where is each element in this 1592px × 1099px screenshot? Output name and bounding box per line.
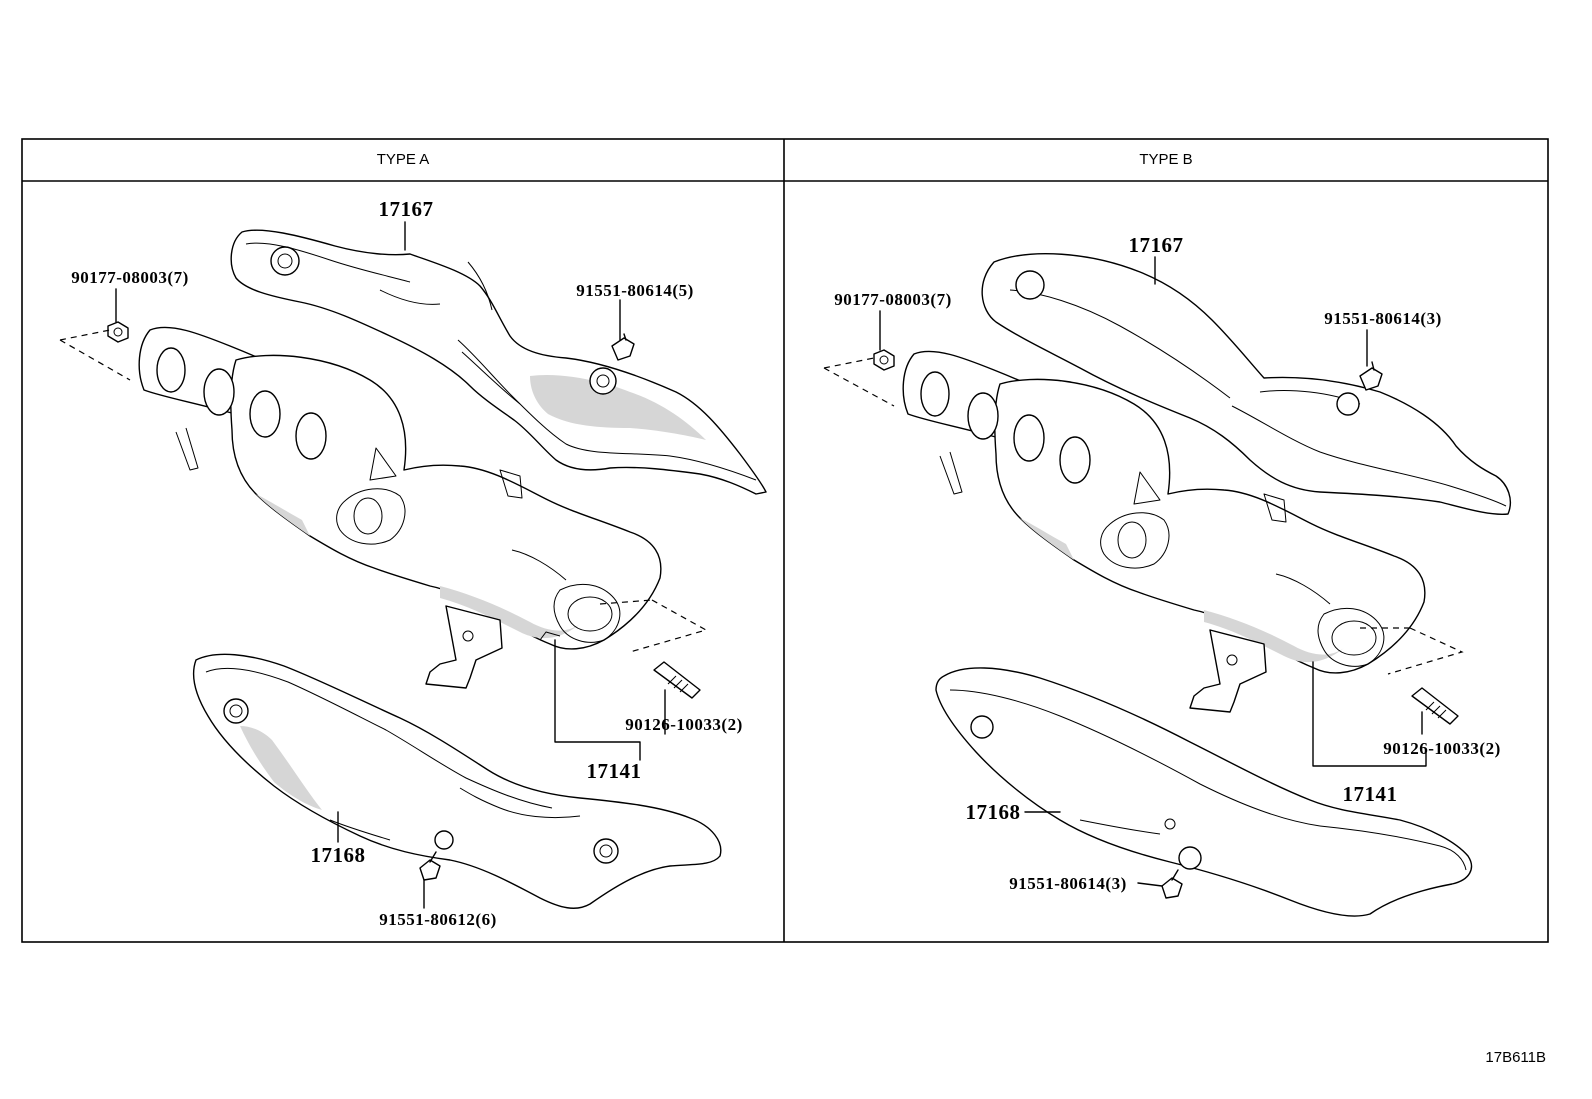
lower-bolt-a bbox=[419, 851, 441, 881]
nut-b bbox=[873, 349, 895, 371]
diagram-frame bbox=[21, 138, 1549, 943]
label-a-17141: 17141 bbox=[587, 759, 642, 783]
label-b-90126: 90126-10033(2) bbox=[1383, 739, 1500, 758]
label-a-17168: 17168 bbox=[311, 843, 366, 867]
lower-bolt-b bbox=[1161, 869, 1183, 899]
label-a-90126: 90126-10033(2) bbox=[625, 715, 742, 734]
label-b-17168: 17168 bbox=[966, 800, 1021, 824]
label-a-17167: 17167 bbox=[379, 197, 434, 221]
panel-b-header: TYPE B bbox=[1139, 151, 1192, 168]
lower-heat-shield-b bbox=[935, 667, 1473, 917]
label-b-91551-upper: 91551-80614(3) bbox=[1324, 309, 1441, 328]
upper-bolt-a bbox=[611, 333, 635, 361]
label-b-17141: 17141 bbox=[1343, 782, 1398, 806]
lower-heat-shield-a bbox=[192, 653, 722, 909]
label-b-90177: 90177-08003(7) bbox=[834, 290, 951, 309]
stud-b bbox=[1411, 687, 1459, 725]
label-a-91551-lower: 91551-80612(6) bbox=[379, 910, 496, 929]
label-a-91551-upper: 91551-80614(5) bbox=[576, 281, 693, 300]
label-b-91551-lower: 91551-80614(3) bbox=[1009, 874, 1126, 893]
panel-b bbox=[823, 253, 1512, 917]
label-a-90177: 90177-08003(7) bbox=[71, 268, 188, 287]
nut-a bbox=[107, 321, 129, 343]
upper-heat-shield-a bbox=[230, 229, 767, 495]
exhaust-manifold-a bbox=[138, 326, 662, 689]
panel-a-header: TYPE A bbox=[377, 151, 430, 168]
upper-bolt-b bbox=[1359, 361, 1383, 391]
upper-heat-shield-b bbox=[981, 253, 1512, 516]
stud-a bbox=[653, 661, 701, 699]
exhaust-manifold-b bbox=[902, 350, 1426, 713]
panel-a bbox=[59, 221, 767, 909]
label-b-17167: 17167 bbox=[1129, 233, 1184, 257]
reference-code: 17B611B bbox=[1485, 1049, 1546, 1066]
